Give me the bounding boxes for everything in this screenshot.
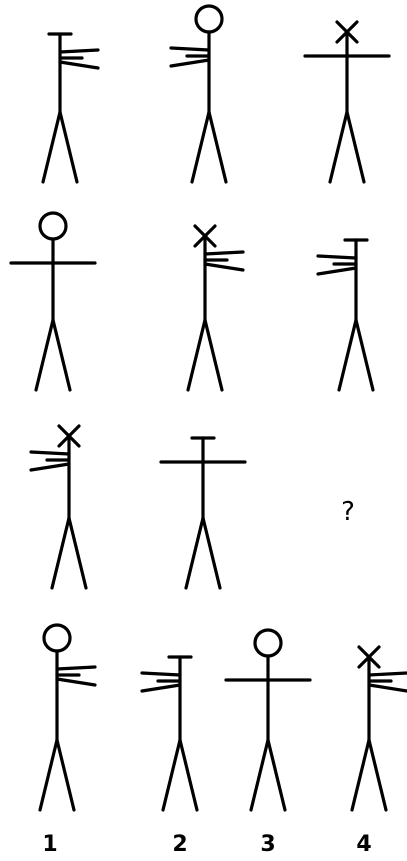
flag-arm-lower — [171, 60, 209, 66]
flag-arm-lower — [60, 62, 98, 68]
arms-flag-left — [31, 452, 69, 470]
flag-arm-lower — [57, 679, 95, 685]
stick-figure-r2c2 — [188, 226, 243, 390]
flag-arm-upper — [57, 667, 95, 669]
flag-arm-upper — [369, 673, 407, 675]
option-figure-1 — [40, 625, 95, 810]
figure-leg-left — [339, 320, 356, 390]
arms-flag-right — [60, 50, 98, 68]
option-figure-3 — [226, 630, 310, 810]
stick-figure-r2c1 — [11, 213, 95, 390]
flag-arm-upper — [60, 50, 98, 52]
figure-leg-left — [52, 518, 69, 588]
stick-figure-r3c2 — [161, 438, 245, 588]
figure-leg-right — [268, 740, 285, 810]
option-label-4: 4 — [356, 832, 371, 857]
figure-leg-left — [186, 518, 203, 588]
stick-figure-r1c1 — [43, 34, 98, 182]
figure-leg-right — [369, 740, 386, 810]
figure-leg-left — [188, 320, 205, 390]
figure-leg-right — [205, 320, 222, 390]
flag-arm-upper — [205, 252, 243, 254]
figure-leg-left — [330, 112, 347, 182]
figure-leg-right — [69, 518, 86, 588]
flag-arm-upper — [318, 256, 356, 258]
figure-leg-right — [203, 518, 220, 588]
arms-flag-right — [369, 673, 407, 691]
stick-figure-r1c2 — [171, 6, 226, 182]
arms-flag-left — [318, 256, 356, 274]
arms-flag-right — [205, 252, 243, 270]
flag-arm-upper — [171, 48, 209, 50]
figure-leg-left — [40, 740, 57, 810]
answer-options — [40, 625, 407, 810]
figure-leg-left — [352, 740, 369, 810]
flag-arm-lower — [31, 464, 69, 470]
figure-leg-right — [180, 740, 197, 810]
arms-flag-left — [142, 673, 180, 691]
option-label-2: 2 — [172, 832, 187, 857]
option-figure-4 — [352, 647, 407, 810]
flag-arm-lower — [318, 268, 356, 274]
arms-flag-right — [57, 667, 95, 685]
figure-leg-right — [60, 112, 77, 182]
flag-arm-upper — [31, 452, 69, 454]
figure-leg-left — [192, 112, 209, 182]
circle-head — [40, 213, 66, 239]
figure-leg-left — [43, 112, 60, 182]
figure-leg-right — [356, 320, 373, 390]
flag-arm-lower — [142, 685, 180, 691]
stick-figure-r3c1 — [31, 426, 86, 588]
option-label-3: 3 — [260, 832, 275, 857]
figure-leg-left — [251, 740, 268, 810]
flag-arm-lower — [369, 685, 407, 691]
figure-leg-right — [209, 112, 226, 182]
circle-head — [255, 630, 281, 656]
figure-leg-right — [53, 320, 70, 390]
circle-head — [44, 625, 70, 651]
stick-figure-r1c3 — [305, 22, 389, 182]
figure-grid — [11, 6, 389, 588]
figure-leg-left — [36, 320, 53, 390]
figure-leg-right — [347, 112, 364, 182]
circle-head — [196, 6, 222, 32]
arms-flag-left — [171, 48, 209, 66]
question-mark: ? — [341, 497, 355, 527]
flag-arm-upper — [142, 673, 180, 675]
figure-leg-right — [57, 740, 74, 810]
figure-leg-left — [163, 740, 180, 810]
flag-arm-lower — [205, 264, 243, 270]
stick-figure-r2c3 — [318, 240, 373, 390]
option-figure-2 — [142, 657, 197, 810]
option-label-1: 1 — [42, 832, 57, 857]
